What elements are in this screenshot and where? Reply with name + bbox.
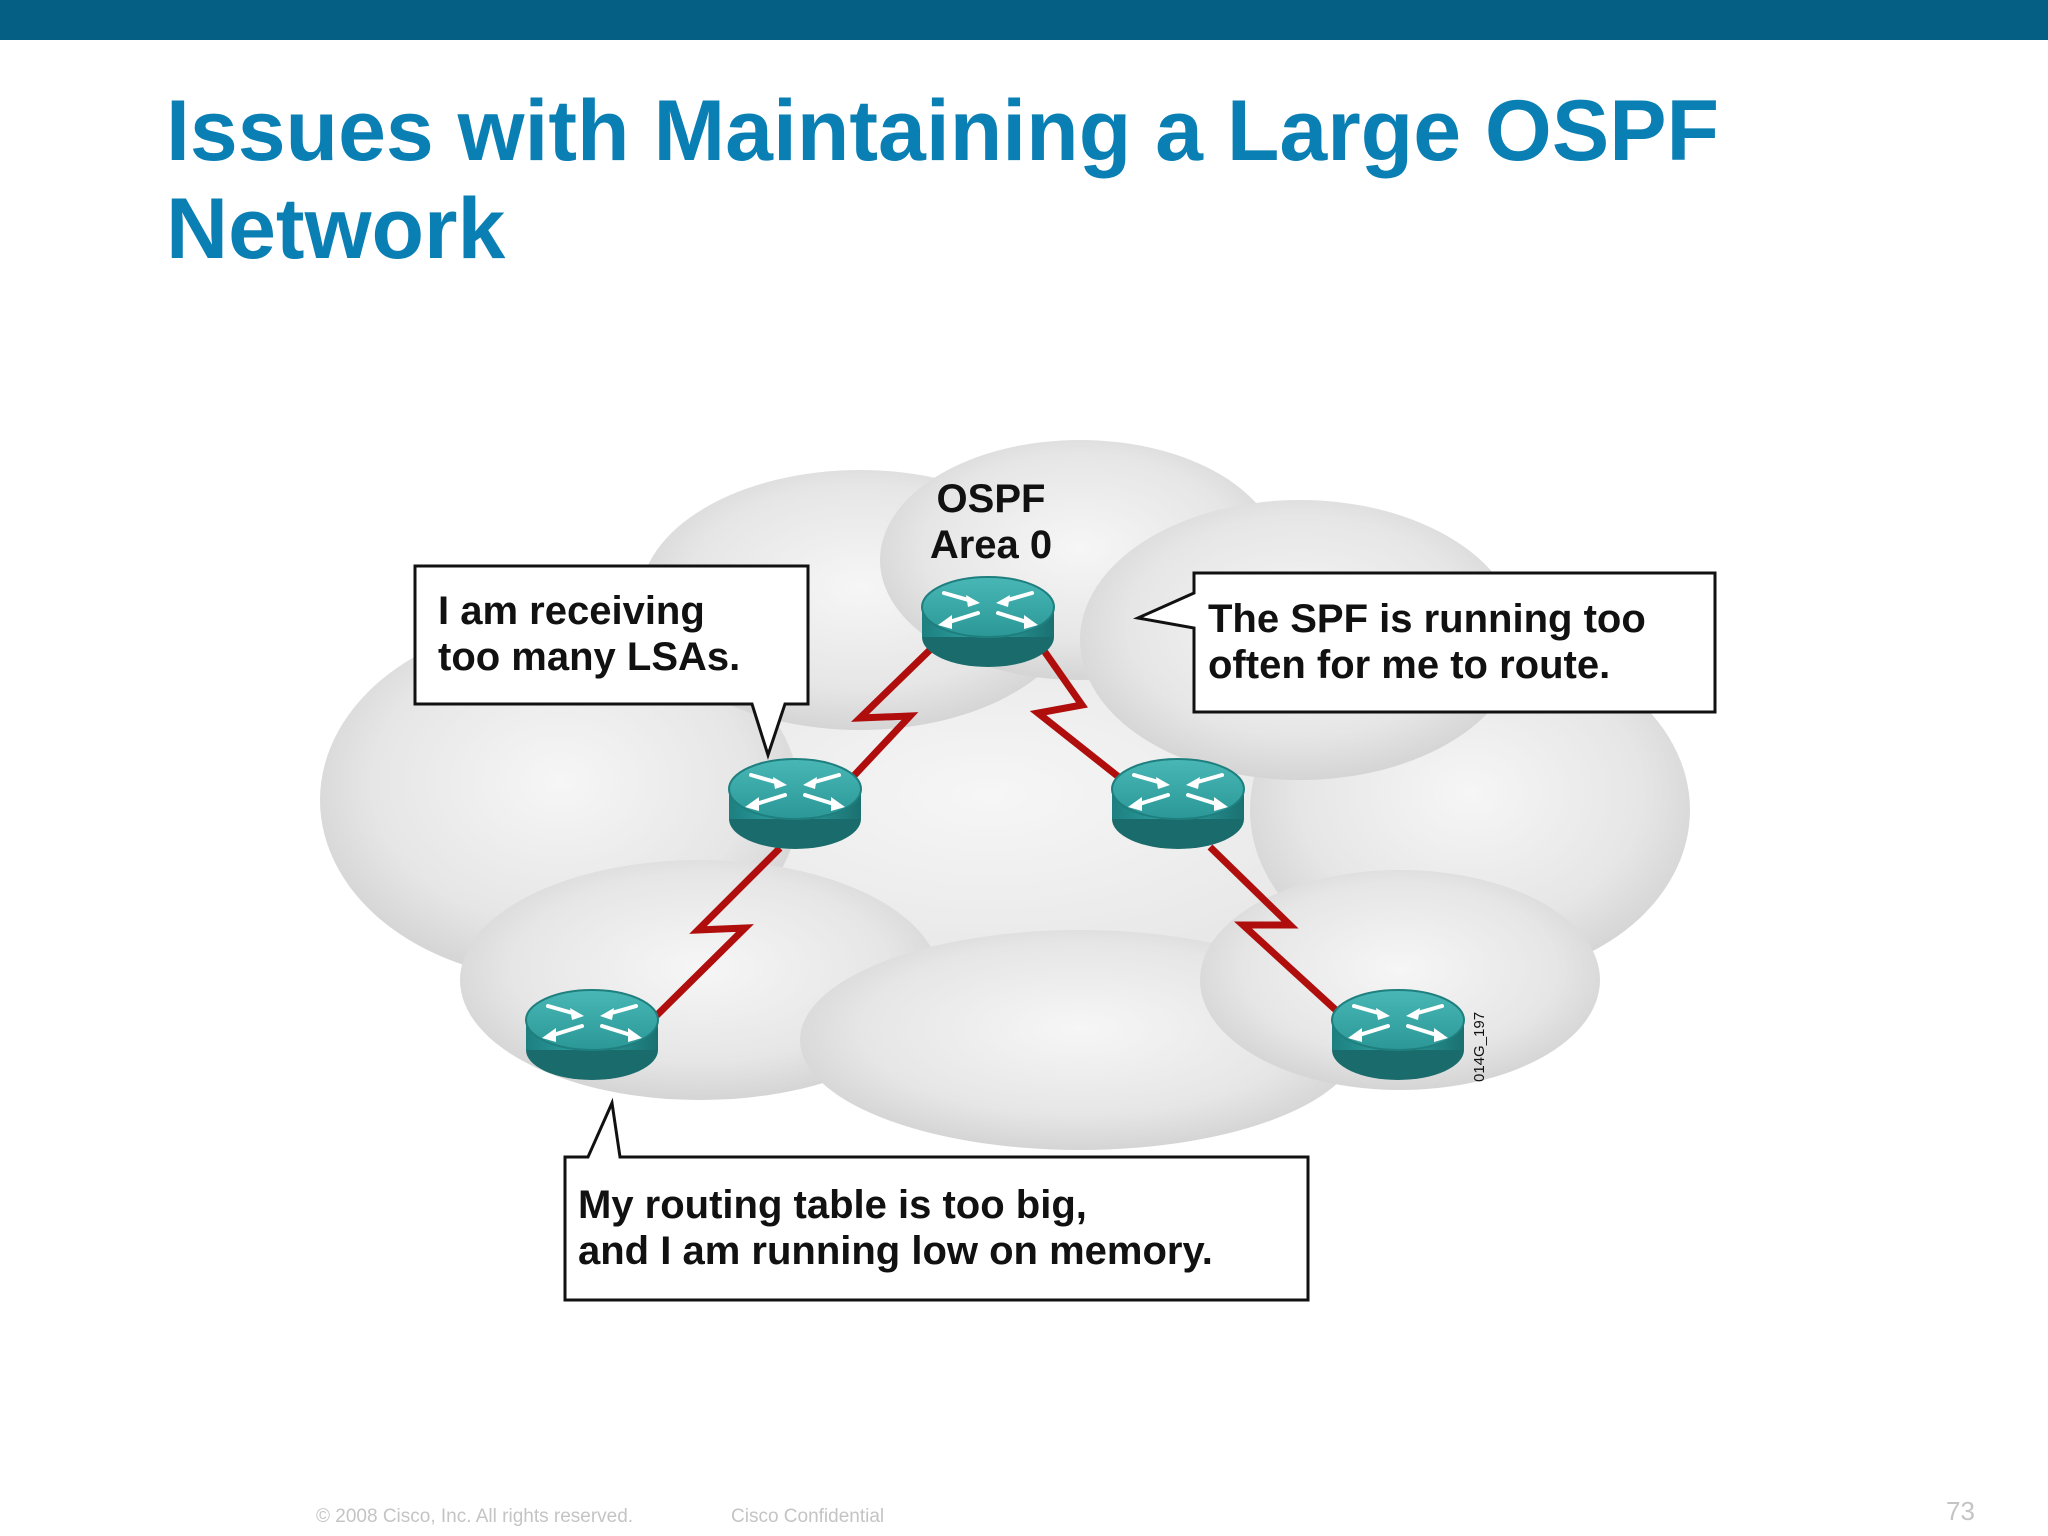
link-right-lowerright — [1207, 844, 1341, 1015]
figure-id: 014G_197 — [1471, 1012, 1488, 1082]
top-banner — [0, 0, 2048, 40]
page-number: 73 — [1946, 1496, 1975, 1526]
callout-memory-line1: My routing table is too big, — [578, 1183, 1087, 1227]
callout-memory-line2: and I am running low on memory. — [578, 1229, 1213, 1273]
callout-lsa-line2: too many LSAs. — [438, 635, 740, 679]
serial-links — [649, 642, 1341, 1023]
slide-title: Issues with Maintaining a Large OSPF Net… — [166, 83, 1720, 277]
confidential-label: Cisco Confidential — [731, 1506, 885, 1527]
callout-memory: My routing table is too big, and I am ru… — [563, 1097, 1310, 1302]
link-area0-right — [1029, 642, 1123, 781]
link-area0-left — [845, 642, 938, 785]
callout-lsa-line1: I am receiving — [438, 589, 705, 633]
router-lower-left-icon — [524, 988, 660, 1082]
area-label-ospf: OSPF — [937, 477, 1046, 521]
router-right-icon — [1110, 757, 1246, 851]
router-left-icon — [727, 757, 863, 851]
callout-lsa: I am receiving too many LSAs. — [413, 564, 810, 760]
callout-spf-line2: often for me to route. — [1208, 643, 1610, 687]
callout-spf-line1: The SPF is running too — [1208, 597, 1646, 641]
link-left-lowerleft — [649, 845, 783, 1023]
router-lower-right-icon — [1330, 988, 1466, 1082]
area-label-area0: Area 0 — [930, 523, 1052, 567]
copyright-text: © 2008 Cisco, Inc. All rights reserved. — [316, 1506, 634, 1527]
router-area0-icon — [920, 575, 1056, 669]
callout-spf: The SPF is running too often for me to r… — [1132, 571, 1717, 714]
